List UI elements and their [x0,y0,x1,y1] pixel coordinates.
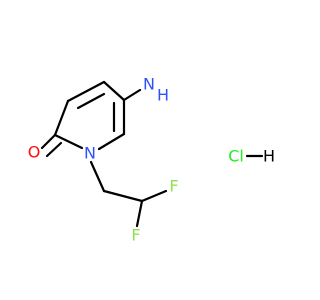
bond-c4-c5 [102,80,126,102]
bond-c3-c4-inner [76,92,106,110]
bond-c2-c3 [53,99,70,137]
chlorine-label: Cl [228,147,244,166]
amino-nitrogen-label: N [143,75,155,94]
ring-nitrogen-label: N [84,144,96,163]
bond-c3-c4 [66,80,106,103]
bond-ch2-chf2 [102,189,144,203]
bond-c6-n1 [97,132,126,151]
bond-n1-ch2 [89,160,106,193]
bond-n1-c2 [53,133,84,150]
amino-hydrogen-label: H [157,86,169,105]
molecule-drawing: N H N O F F Cl H [27,74,276,245]
fluorine-upper-label: F [169,177,178,196]
bond-c2-o-inner [45,141,63,158]
bond-chf2-f-upper [140,189,168,203]
structure-canvas: N H N O F F Cl H [28,75,275,245]
carbonyl-oxygen-label: O [28,143,41,162]
bond-c5-nh [122,88,142,102]
hydrogen-chloride-h-label: H [263,147,275,166]
fluorine-lower-label: F [131,226,140,245]
bond-c2-o [40,133,57,150]
bond-chf2-f-lower [135,199,144,228]
